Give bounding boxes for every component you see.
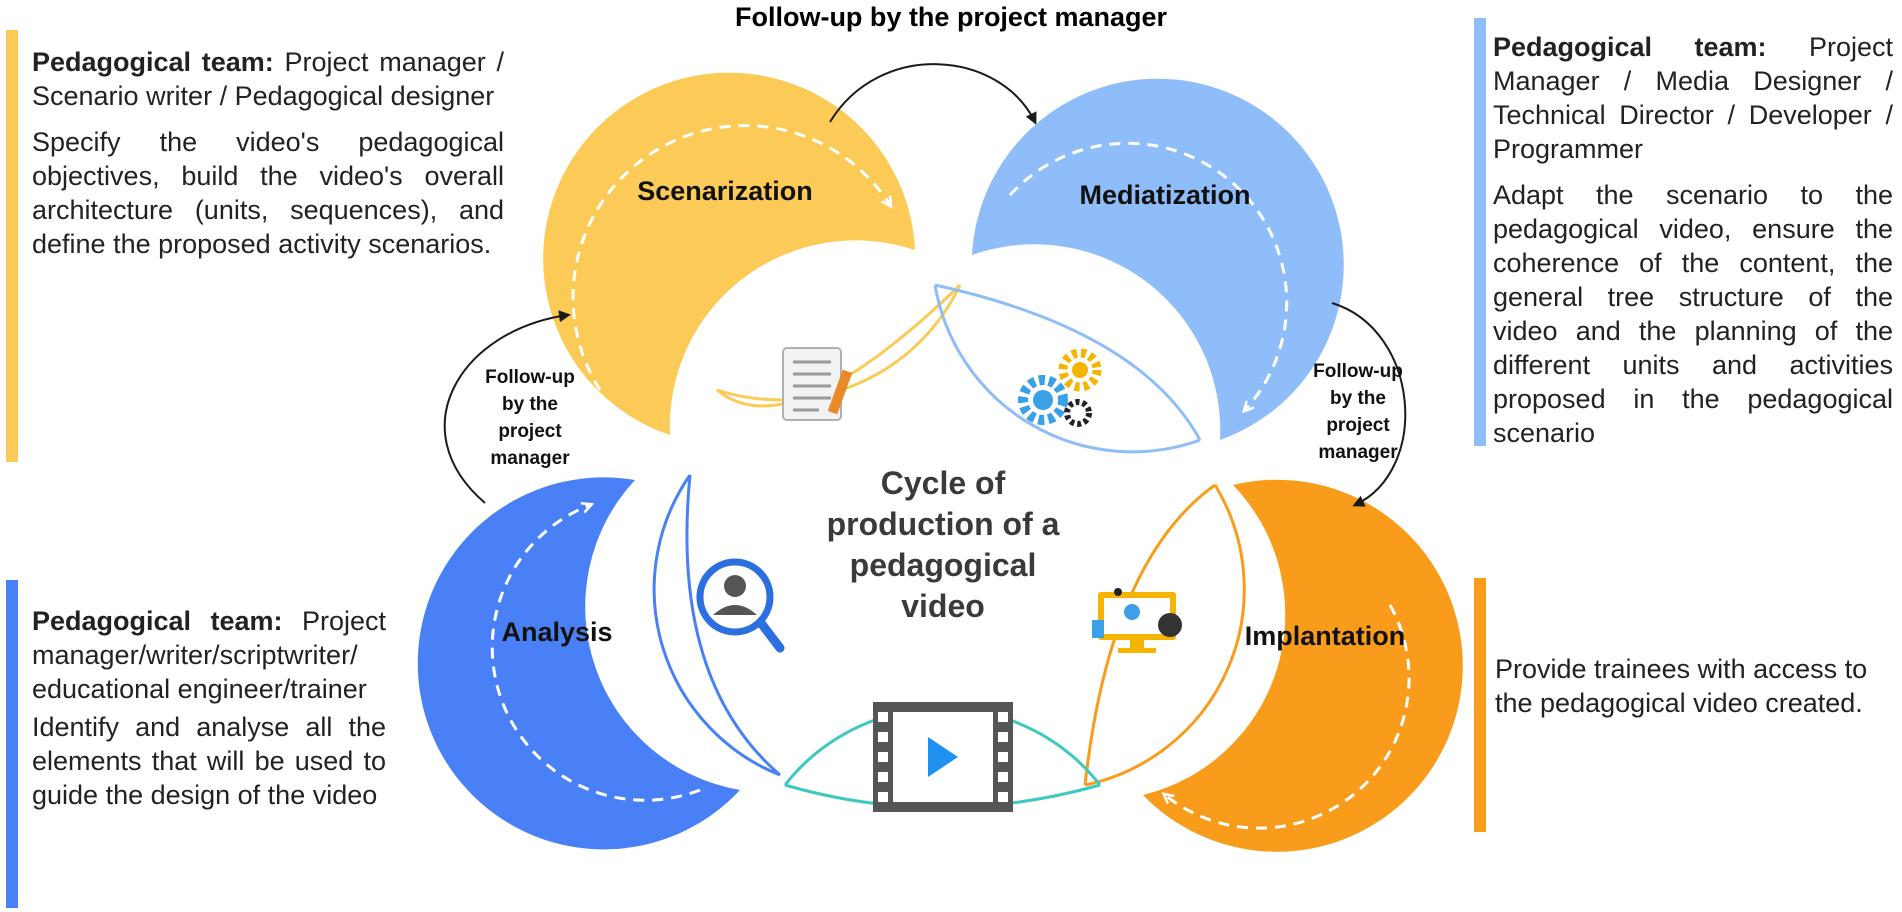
- analysis-color-bar: [6, 580, 18, 908]
- scenarization-petal: [716, 284, 962, 402]
- implantation-color-bar: [1474, 578, 1486, 832]
- team-text: Project manager/writer/scriptwriter/ edu…: [32, 606, 386, 704]
- followup-line: by the: [502, 394, 558, 415]
- center-title-line: Cycle of: [881, 465, 1006, 501]
- panel-description: Specify the video's pedagogical objectiv…: [32, 127, 504, 259]
- mediatization-petal: [933, 284, 1201, 454]
- team-line: Pedagogical team: Project manager / Scen…: [32, 45, 504, 113]
- right-followup-label: Follow-up by the project manager: [1313, 361, 1403, 463]
- mediatization-label: Mediatization: [1079, 180, 1250, 210]
- top-followup-arrow: [829, 63, 1037, 125]
- center-title-line: pedagogical: [850, 547, 1037, 583]
- left-followup-arrow: [443, 310, 571, 504]
- followup-line: Follow-up: [1313, 361, 1403, 382]
- center-title-line: video: [901, 588, 985, 624]
- team-line: Pedagogical team: Project Manager / Medi…: [1493, 30, 1893, 166]
- analysis-petal: [652, 474, 781, 777]
- mediatization-color-bar: [1474, 18, 1486, 446]
- mediatization-shape: [972, 78, 1344, 441]
- gears-icon: [1018, 348, 1102, 427]
- team-label: Pedagogical team:: [32, 606, 283, 636]
- followup-line: project: [498, 421, 562, 442]
- implantation-panel: Provide trainees with access to the peda…: [1495, 652, 1895, 720]
- scenarization-label: Scenarization: [637, 176, 813, 206]
- team-text: Project Manager / Media Designer / Techn…: [1493, 32, 1893, 164]
- analysis-label: Analysis: [501, 617, 612, 647]
- right-followup-arrow: [1331, 302, 1407, 507]
- implantation-label: Implantation: [1245, 621, 1406, 651]
- left-followup-label: Follow-up by the project manager: [485, 367, 575, 469]
- implantation-shape: [1143, 479, 1463, 852]
- team-label: Pedagogical team:: [1493, 32, 1767, 62]
- followup-line: Follow-up: [485, 367, 575, 388]
- followup-line: manager: [490, 448, 570, 469]
- video-play-icon: [873, 702, 1013, 812]
- team-line: Pedagogical team: Project manager/writer…: [32, 604, 386, 706]
- mediatization-panel: Pedagogical team: Project Manager / Medi…: [1493, 30, 1893, 450]
- center-title-line: production of a: [827, 506, 1060, 542]
- search-user-icon: [696, 558, 785, 653]
- center-title: Cycle of production of a pedagogical vid…: [827, 465, 1060, 624]
- followup-line: by the: [1330, 388, 1386, 409]
- top-followup-title: Follow-up by the project manager: [734, 2, 1168, 32]
- followup-line: project: [1326, 415, 1390, 436]
- team-label: Pedagogical team:: [32, 47, 274, 77]
- implantation-petal: [1084, 484, 1246, 787]
- panel-description: Identify and analyse all the elements th…: [32, 712, 386, 810]
- team-text: Project manager / Scenario writer / Peda…: [32, 47, 504, 111]
- panel-description: Provide trainees with access to the peda…: [1495, 654, 1868, 718]
- checklist-icon: [782, 347, 853, 421]
- panel-description: Adapt the scenario to the pedagogical vi…: [1493, 180, 1893, 448]
- analysis-panel: Pedagogical team: Project manager/writer…: [32, 604, 386, 812]
- scenarization-panel: Pedagogical team: Project manager / Scen…: [32, 45, 504, 261]
- computer-network-icon: [1092, 588, 1182, 653]
- followup-line: manager: [1318, 442, 1398, 463]
- analysis-shape: [417, 477, 740, 850]
- scenarization-color-bar: [6, 30, 18, 462]
